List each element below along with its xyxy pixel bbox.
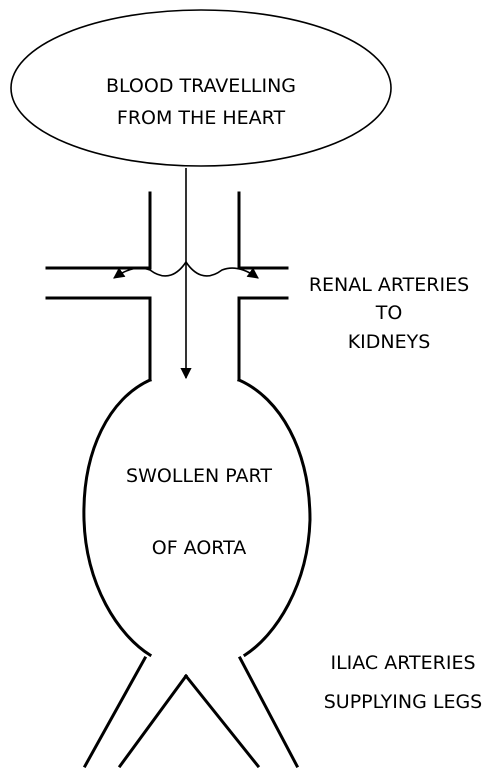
aneurysm-label-line2: OF AORTA [152,537,247,559]
iliac-right-inner [186,676,258,766]
renal-label-line1: RENAL ARTERIES [309,274,469,296]
heart-label-line2: FROM THE HEART [117,107,286,129]
iliac-left-outer [85,658,145,766]
iliac-right-outer [240,658,297,766]
renal-label-line2: TO [375,302,403,324]
renal-flow-arrow-right [186,262,258,278]
heart-label-line1: BLOOD TRAVELLING [106,75,296,97]
aneurysm-bulge-right [239,380,310,655]
iliac-label-line1: ILIAC ARTERIES [330,652,475,674]
renal-label-line3: KIDNEYS [348,331,431,353]
iliac-left-inner [120,676,186,766]
aneurysm-bulge [84,380,150,655]
aneurysm-label-line1: SWOLLEN PART [126,465,272,487]
iliac-label-line2: SUPPLYING LEGS [324,691,483,713]
